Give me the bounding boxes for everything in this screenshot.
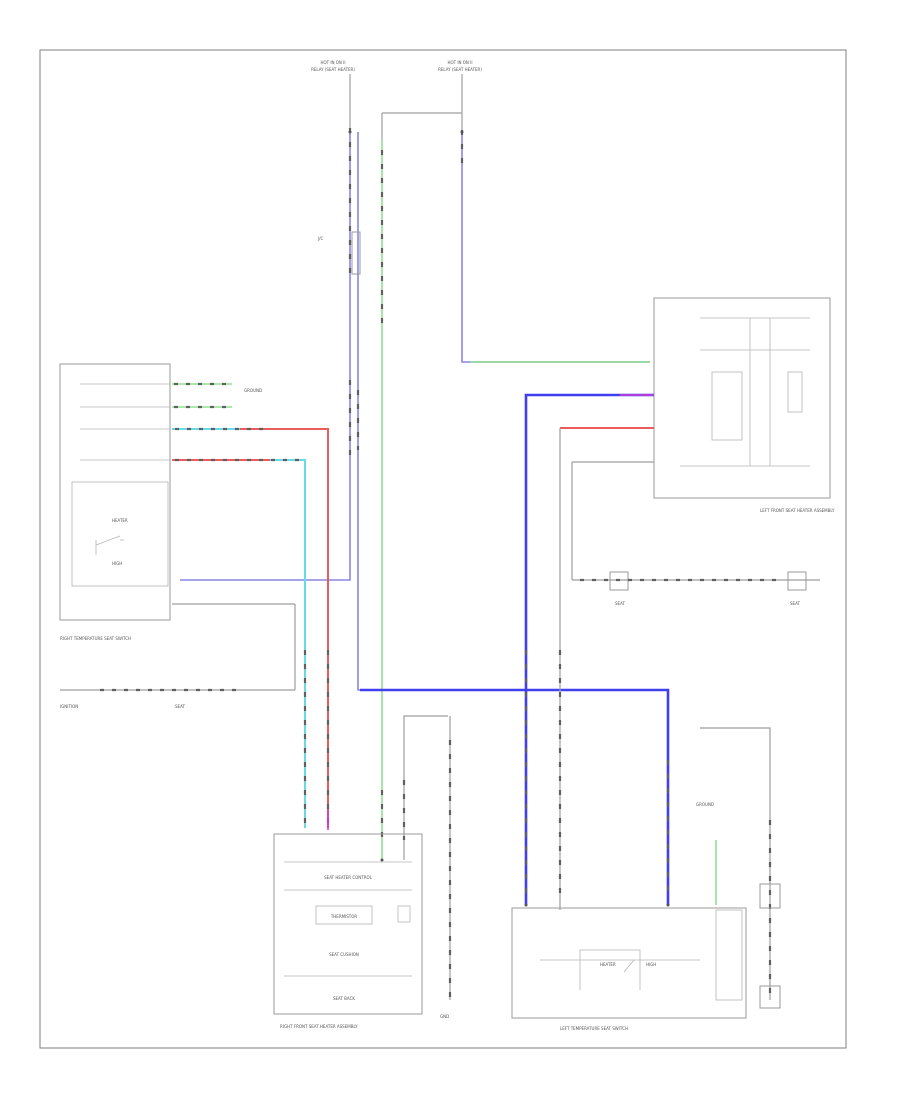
lts-heater-label: HEATER [600,962,616,967]
switch-hi-label: HEATER [112,518,128,523]
svg-text:HOT IN ON II: HOT IN ON II [320,60,345,65]
blue-wire-right [524,393,654,905]
junction-dot-4 [666,903,670,907]
seat-back-label: SEAT BACK [333,996,355,1001]
right-temp-switch-box [59,363,171,621]
violet-right-feed [461,132,650,363]
left-temp-switch-label: LEFT TEMPERATURE SEAT SWITCH [560,1026,628,1031]
switch-contact [95,535,124,555]
connector-2-label: SEAT [790,601,800,606]
connector-1-label: SEAT [615,601,625,606]
junction-dot-1 [348,130,352,134]
switch-cyan-2 [270,459,306,828]
connector-box-2 [787,571,807,591]
seat-cushion-label: SEAT CUSHION [329,952,359,957]
ground-wire-upper [403,715,448,860]
switch-red-1 [240,428,329,828]
switch-inner-box [71,481,169,587]
right-front-heater-label: RIGHT FRONT SEAT HEATER ASSEMBLY [280,1024,358,1029]
ground-label: GND [440,1014,449,1019]
lfh-element-1 [711,371,743,441]
left-front-heater-box [653,297,831,499]
lts-inner-path [579,949,641,990]
top-right-fuse-label: HOT IN ON II RELAY (SEAT HEATER) [438,60,482,72]
lts-right-feed [700,727,771,1000]
svg-text:RELAY (SEAT HEATER): RELAY (SEAT HEATER) [438,67,482,72]
lts-high-label: HIGH [646,962,656,967]
left-temp-switch-box [511,907,747,1019]
junction-dot-3 [524,903,528,907]
violet-trunk-left [180,132,351,581]
lts-connector-2 [759,985,781,1009]
switch-lo-label: HIGH [112,561,122,566]
svg-text:RELAY (SEAT HEATER): RELAY (SEAT HEATER) [311,67,355,72]
rfh-small-box [397,905,411,923]
blue-wire-lower-bus [360,688,670,905]
left-connector-label: IGNITION [60,704,78,709]
lts-switch-contact [623,959,635,973]
junction-label: J/C [317,236,324,241]
right-temp-switch-label: RIGHT TEMPERATURE SEAT SWITCH [60,636,131,641]
thermistor-box [315,905,373,925]
diagram-frame [39,49,847,1049]
top-left-fuse-label: HOT IN ON II RELAY (SEAT HEATER) [311,60,355,72]
left-front-heater-label: LEFT FRONT SEAT HEATER ASSEMBLY [760,508,835,513]
svg-text:HOT IN ON II: HOT IN ON II [447,60,472,65]
right-front-heater-box [273,833,423,1015]
junction-box-left [351,231,361,275]
thermistor-label: THERMISTOR [330,914,358,919]
lts-right-box [715,909,743,1001]
lts-connector-1 [759,883,781,909]
junction-dot-2 [460,130,464,134]
lfh-element-2 [787,371,803,413]
left-connector-label-2: SEAT [175,704,185,709]
lts-ground-label: GROUND [696,802,714,807]
junction-dot-5 [380,858,384,862]
ground-label-top: GROUND [244,388,262,393]
seat-heater-control-label: SEAT HEATER CONTROL [324,875,372,880]
